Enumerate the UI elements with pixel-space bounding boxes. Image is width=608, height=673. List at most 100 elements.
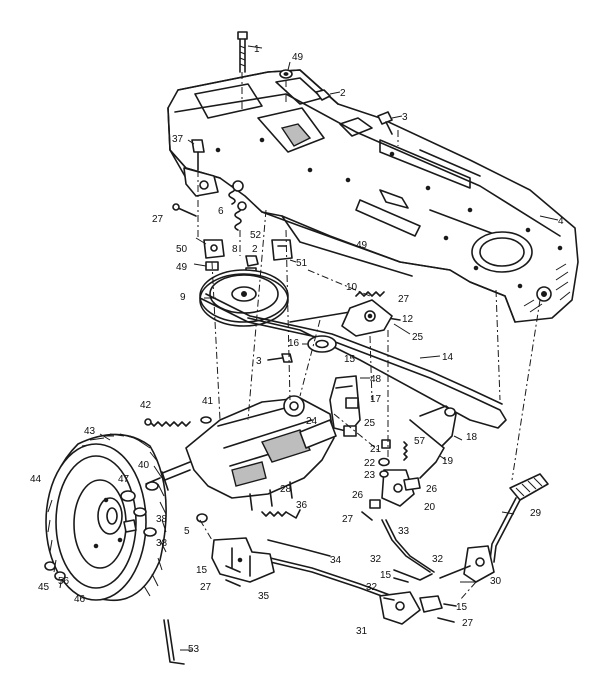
callout-27d: 27 [200,582,212,593]
callout-30: 30 [490,576,502,587]
callout-40: 40 [138,460,150,471]
callout-52: 52 [250,230,262,241]
callout-27e: 27 [462,618,474,629]
spring-28-36 [261,509,301,519]
callout-51: 51 [296,258,308,269]
callout-17: 17 [370,394,382,405]
callout-23: 23 [364,470,376,481]
idler-arm-12 [341,299,393,337]
rear-wheel-43 [45,433,167,602]
callout-46: 46 [74,594,86,605]
callout-38: 38 [156,514,168,525]
callout-12: 12 [402,314,414,325]
callout-24: 24 [306,416,318,427]
bolt-25-mid [343,425,357,437]
callout-20: 20 [424,502,436,513]
callout-49c: 49 [356,240,368,251]
callout-38b: 38 [156,538,168,549]
callout-37: 37 [172,134,184,145]
callout-26: 26 [426,484,438,495]
callout-32: 32 [370,554,382,565]
alignment-lines [197,72,541,601]
callout-3: 3 [402,112,408,123]
callout-45: 45 [38,582,50,593]
bolt-3-top [377,111,393,135]
spring-57 [403,441,408,461]
transaxle [139,395,337,511]
rod-53 [163,619,185,665]
callout-47: 47 [118,474,130,485]
nut-49-top [279,69,293,79]
callout-56: 56 [58,576,70,587]
callout-42: 42 [140,400,152,411]
callout-6: 6 [218,206,224,217]
callout-27b: 27 [398,294,410,305]
callout-57: 57 [414,436,426,447]
callout-15d: 15 [456,602,468,613]
callout-5: 5 [184,526,190,537]
callout-34: 34 [330,555,342,566]
hub-parts [44,477,208,581]
rod-19 [409,419,445,479]
rod-18 [419,405,457,447]
bracket-51 [271,239,293,261]
bolt-1 [237,31,248,73]
bolt-26-left [369,499,381,509]
callout-9: 9 [180,292,186,303]
callout-35: 35 [258,591,270,602]
callout-2b: 2 [252,244,258,255]
pins-15-27 [225,511,457,623]
pin-27-left [172,203,197,217]
washer-41 [200,416,212,424]
callout-41: 41 [202,396,214,407]
bolt-17 [345,397,359,409]
callout-44: 44 [30,474,42,485]
callout-8: 8 [232,244,238,255]
bolt-3-mid [267,353,293,363]
callout-15b: 15 [196,565,208,576]
callout-32b: 32 [432,554,444,565]
callout-25: 25 [412,332,424,343]
brake-arm-20 [381,469,421,507]
callout-21: 21 [370,444,382,455]
callout-18: 18 [466,432,478,443]
callout-27: 27 [152,214,164,225]
callout-14: 14 [442,352,454,363]
bracket-35 [211,537,275,583]
pivot-31 [379,591,443,625]
callout-50: 50 [176,244,188,255]
callout-33: 33 [398,526,410,537]
callout-48: 48 [370,374,382,385]
callout-28: 28 [280,484,292,495]
leader-lines [99,45,559,651]
pedal-bracket-30 [439,545,495,583]
spring-52 [234,201,247,231]
callout-26b: 26 [352,490,364,501]
spring-6 [228,180,244,205]
tractor-frame [167,69,579,323]
rod-32 [267,539,433,581]
callout-15c: 15 [380,570,392,581]
callout-3b: 3 [256,356,262,367]
callout-19: 19 [442,456,454,467]
callout-16: 16 [288,338,300,349]
callout-49b: 49 [176,262,188,273]
rod-34 [261,555,399,603]
bracket-50 [203,239,225,271]
callout-53: 53 [188,644,200,655]
callout-1: 1 [254,44,260,55]
nut-37 [191,139,205,171]
spring-42 [144,418,191,427]
callout-labels: 1 49 2 3 37 4 27 6 52 50 8 2 49 51 49 9 … [30,44,564,655]
nut-2-top [315,89,331,101]
callout-31: 31 [356,626,368,637]
callout-25b: 25 [364,418,376,429]
callout-27c: 27 [342,514,354,525]
callout-32c: 32 [366,582,378,593]
rod-33 [381,519,435,573]
callout-10: 10 [346,282,358,293]
callout-36: 36 [296,500,308,511]
callout-22: 22 [364,458,376,469]
callout-2: 2 [340,88,346,99]
